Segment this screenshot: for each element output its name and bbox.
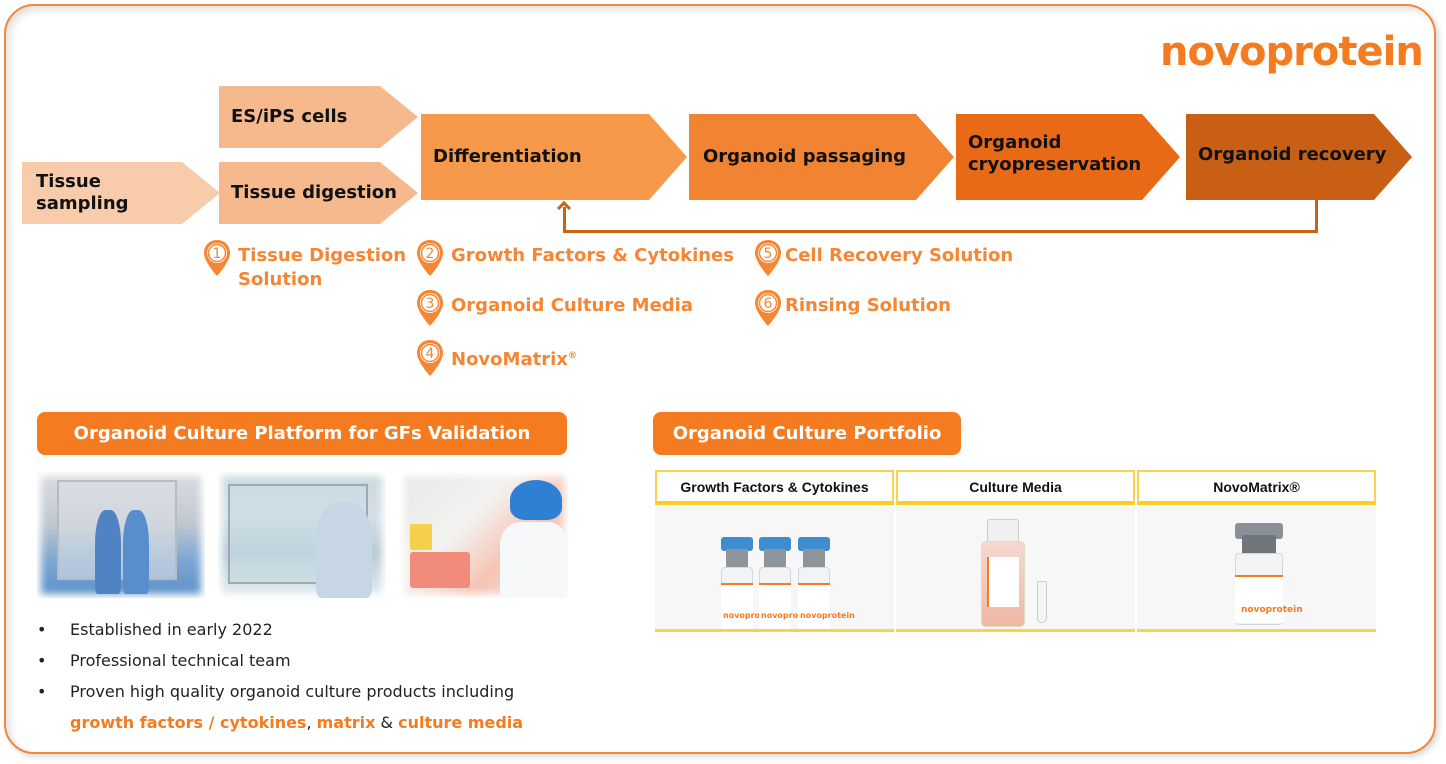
step-label: Tissue digestion xyxy=(231,182,397,203)
step-label: Tissue sampling xyxy=(36,171,129,214)
vial: novoprotein xyxy=(798,537,855,629)
product-item-1: 1 Tissue Digestion Solution xyxy=(202,238,406,292)
three-vials-image: novoprotein novoprotein novoprotein xyxy=(655,507,894,632)
step-tissue-digestion: Tissue digestion xyxy=(219,162,418,224)
bullet-dot: • xyxy=(37,682,47,701)
cleanroom-staff-photo xyxy=(37,472,205,598)
step-tissue-sampling: Tissue sampling xyxy=(22,162,220,224)
map-pin-4-icon: 4 xyxy=(415,338,445,378)
product-label-cont: Solution xyxy=(238,269,323,290)
svg-text:2: 2 xyxy=(426,246,435,262)
separator: & xyxy=(375,713,399,732)
step-differentiation: Differentiation xyxy=(421,114,687,200)
step-es-ips-cells: ES/iPS cells xyxy=(219,86,418,148)
bullet-dot: • xyxy=(37,651,47,670)
highlight-culture-media: culture media xyxy=(398,713,524,732)
vial: novoprotein xyxy=(759,537,816,629)
svg-text:1: 1 xyxy=(213,246,222,262)
portfolio-card-title: NovoMatrix® xyxy=(1137,470,1376,505)
highlight-growth-factors: growth factors / cytokines xyxy=(70,713,307,732)
platform-bullet-list: • Established in early 2022 • Profession… xyxy=(37,614,577,738)
bullet-item: • Professional technical team xyxy=(37,645,577,676)
vial: novoprotein xyxy=(1235,523,1303,625)
map-pin-6-icon: 6 xyxy=(753,288,783,328)
supplement-tube xyxy=(1037,581,1047,623)
step-label: ES/iPS cells xyxy=(231,106,348,127)
product-label: Rinsing Solution xyxy=(785,295,951,316)
step-label: Organoid recovery xyxy=(1198,144,1387,165)
map-pin-5-icon: 5 xyxy=(753,238,783,278)
product-label: NovoMatrix xyxy=(451,349,568,370)
feedback-arrow-segment xyxy=(563,230,1318,233)
media-bottle xyxy=(981,519,1025,627)
feedback-arrow-segment xyxy=(1315,200,1318,233)
lab-pipetting-photo xyxy=(400,472,568,598)
portfolio-card-title: Growth Factors & Cytokines xyxy=(655,470,894,505)
bullet-item: • Established in early 2022 xyxy=(37,614,577,645)
media-bottle-image xyxy=(896,507,1135,632)
map-pin-1-icon: 1 xyxy=(202,238,232,278)
product-label: Growth Factors & Cytokines xyxy=(451,245,734,266)
map-pin-3-icon: 3 xyxy=(415,288,445,328)
product-item-3: 3 Organoid Culture Media xyxy=(415,288,693,328)
step-label: Organoid cryopreservation xyxy=(968,132,1142,175)
bullet-text: Proven high quality organoid culture pro… xyxy=(70,682,515,701)
step-organoid-cryopreservation: Organoid cryopreservation xyxy=(956,114,1180,200)
feedback-arrow-segment xyxy=(563,207,566,233)
bullet-text: Established in early 2022 xyxy=(70,620,273,639)
step-organoid-recovery: Organoid recovery xyxy=(1186,114,1412,200)
portfolio-card-novomatrix: NovoMatrix® novoprotein xyxy=(1137,470,1376,632)
portfolio-section-title: Organoid Culture Portfolio xyxy=(653,412,961,455)
product-item-5: 5 Cell Recovery Solution xyxy=(753,238,1013,278)
svg-text:4: 4 xyxy=(426,346,435,362)
bullet-text: Professional technical team xyxy=(70,651,291,670)
registered-mark: ® xyxy=(567,351,577,361)
portfolio-card-title: Culture Media xyxy=(896,470,1135,505)
svg-text:3: 3 xyxy=(426,296,435,312)
bullet-continuation: growth factors / cytokines, matrix & cul… xyxy=(37,707,577,738)
bullet-item: • Proven high quality organoid culture p… xyxy=(37,676,577,707)
svg-text:5: 5 xyxy=(764,246,773,262)
highlight-matrix: matrix xyxy=(316,713,376,732)
platform-section-title: Organoid Culture Platform for GFs Valida… xyxy=(37,412,567,455)
step-label: Differentiation xyxy=(433,146,582,167)
product-label: Organoid Culture Media xyxy=(451,295,693,316)
map-pin-2-icon: 2 xyxy=(415,238,445,278)
product-item-6: 6 Rinsing Solution xyxy=(753,288,951,328)
novoprotein-logo: novoprotein xyxy=(1160,29,1424,75)
vial: novoprotein xyxy=(721,537,778,629)
step-label: Organoid passaging xyxy=(703,146,907,167)
step-organoid-passaging: Organoid passaging xyxy=(689,114,954,200)
portfolio-card-growth-factors: Growth Factors & Cytokines novoprotein n… xyxy=(655,470,894,632)
product-item-2: 2 Growth Factors & Cytokines xyxy=(415,238,734,278)
product-item-4: 4 NovoMatrix® xyxy=(415,338,577,378)
svg-text:6: 6 xyxy=(764,296,773,312)
matrix-vial-image: novoprotein xyxy=(1137,507,1376,632)
product-label: Cell Recovery Solution xyxy=(785,245,1014,266)
product-label: Tissue Digestion xyxy=(238,245,407,266)
portfolio-card-culture-media: Culture Media xyxy=(896,470,1135,632)
separator: , xyxy=(306,713,317,732)
biosafety-cabinet-photo xyxy=(218,472,386,598)
bullet-dot: • xyxy=(37,620,47,639)
